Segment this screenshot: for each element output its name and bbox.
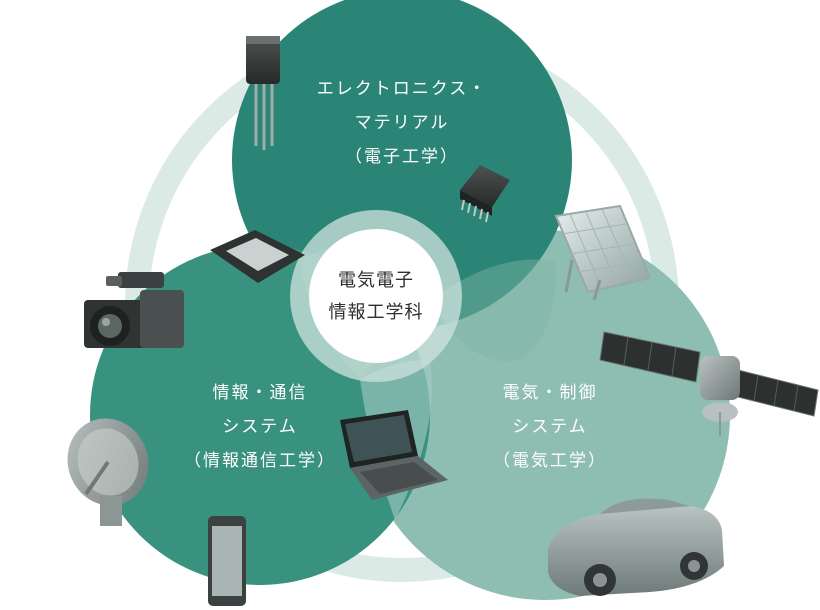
smartphone-icon — [208, 516, 246, 606]
overlap-electronics-control — [430, 259, 556, 362]
transistor-icon — [246, 36, 280, 150]
solar-panel-icon — [554, 204, 652, 301]
label-line: （情報通信工学） — [184, 451, 336, 471]
label-line: （電気工学） — [493, 451, 607, 471]
satellite-icon — [599, 331, 819, 436]
label-line: （電子工学） — [345, 147, 459, 167]
label-line: エレクトロニクス・ — [316, 79, 488, 99]
center-label-line: 電気電子 — [338, 270, 414, 291]
label-information-systems: 情報・通信 システム （情報通信工学） — [150, 376, 370, 478]
label-line: システム — [222, 417, 298, 437]
video-camera-icon — [84, 272, 184, 348]
label-line: 電気・制御 — [502, 383, 598, 403]
sports-car-icon — [548, 498, 724, 596]
ic-chip-icon — [460, 165, 510, 223]
label-line: マテリアル — [354, 113, 450, 133]
center-label-line: 情報工学科 — [328, 302, 424, 323]
label-control-systems: 電気・制御 システム （電気工学） — [460, 376, 640, 478]
laptop-icon — [340, 410, 448, 500]
label-electronics-materials: エレクトロニクス・ マテリアル （電子工学） — [282, 72, 522, 174]
satellite-dish-icon — [67, 418, 149, 526]
center-label: 電気電子 情報工学科 — [306, 265, 446, 329]
label-line: 情報・通信 — [212, 383, 308, 403]
label-line: システム — [512, 417, 588, 437]
center-disc — [309, 229, 443, 363]
cpu-chip-icon — [210, 230, 305, 283]
